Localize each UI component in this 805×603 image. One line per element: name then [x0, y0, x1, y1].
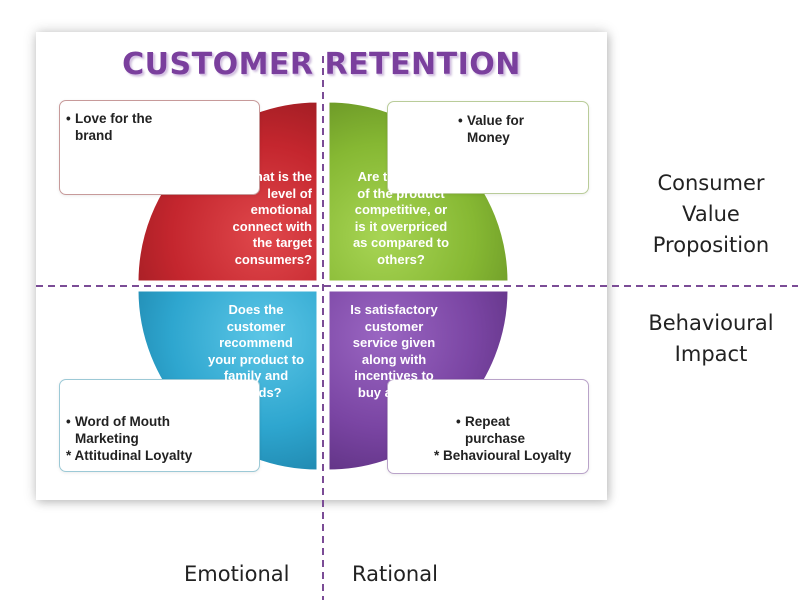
bullet-icon: • [456, 414, 461, 429]
row-label-top: Consumer Value Proposition [652, 171, 770, 257]
note-top-right: •Value for Money [458, 113, 525, 145]
column-label-emotional: Emotional [184, 562, 290, 586]
note-box-top-right [387, 101, 589, 194]
question-top-right: Are the prices of the product competitiv… [352, 169, 450, 267]
note-top-left: •Love for the brand [66, 111, 153, 143]
bullet-icon: • [458, 113, 463, 128]
note-bottom-right: •Repeat purchase * Behavioural Loyalty [434, 414, 572, 463]
note-bottom-left: •Word of Mouth Marketing * Attitudinal L… [66, 414, 193, 463]
column-label-rational: Rational [352, 562, 438, 586]
note-box-bottom-left [59, 379, 260, 472]
note-box-bottom-right [387, 379, 589, 474]
question-bottom-left: Does the customer recommend your product… [207, 302, 305, 400]
loyalty-behavioural: * Behavioural Loyalty [434, 448, 572, 463]
diagram-title: CUSTOMER RETENTION [122, 47, 521, 82]
bullet-icon: • [66, 414, 71, 429]
loyalty-attitudinal: * Attitudinal Loyalty [66, 448, 193, 463]
note-box-top-left [59, 100, 260, 195]
row-label-bottom: Behavioural Impact [648, 311, 774, 366]
question-bottom-right: Is satisfactory customer service given a… [350, 302, 438, 400]
bullet-icon: • [66, 111, 71, 126]
question-top-left: What is the level of emotional connect w… [232, 169, 312, 267]
